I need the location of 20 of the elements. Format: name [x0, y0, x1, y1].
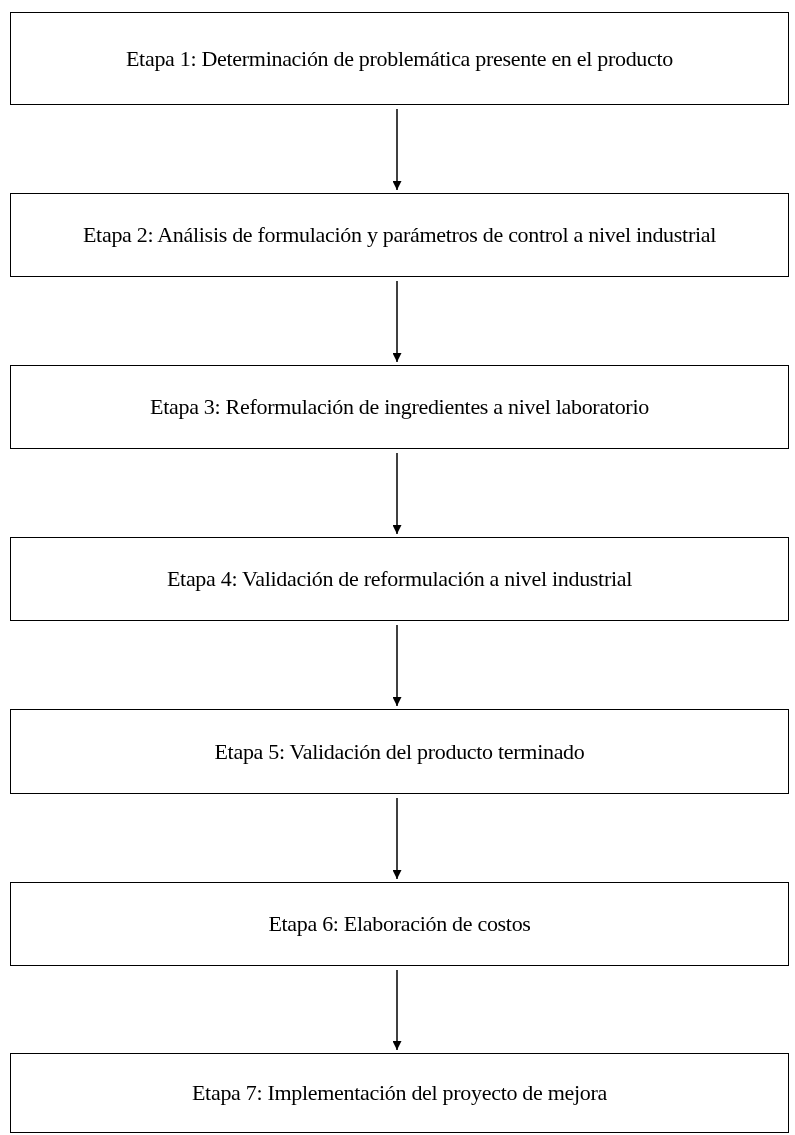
arrow [392, 624, 402, 707]
step-text: Etapa 1: Determinación de problemática presente en el producto [125, 44, 674, 73]
process-box [10, 193, 789, 277]
process-box [10, 537, 789, 621]
step-text: Etapa 5: Validación del producto terminado [214, 737, 585, 766]
step-text: Etapa 7: Implementación del proyecto de mejora [192, 1079, 607, 1108]
arrow [392, 108, 402, 191]
process-box [10, 709, 789, 794]
step-text: Etapa 4: Validación de reformulación a nivel industrial [166, 565, 633, 594]
step-text: Etapa 6: Elaboración de costos [268, 910, 531, 939]
process-box [10, 1053, 789, 1133]
arrow [392, 280, 402, 363]
step-text: Etapa 3: Reformulación de ingredientes a nivel laboratorio [150, 393, 649, 422]
arrow [392, 797, 402, 880]
arrow [392, 452, 402, 535]
process-box [10, 365, 789, 449]
process-box [10, 882, 789, 966]
process-box [10, 12, 789, 105]
arrow [392, 969, 402, 1051]
step-text: Etapa 2: Análisis de formulación y parámetros de control a nivel industrial [82, 221, 716, 250]
